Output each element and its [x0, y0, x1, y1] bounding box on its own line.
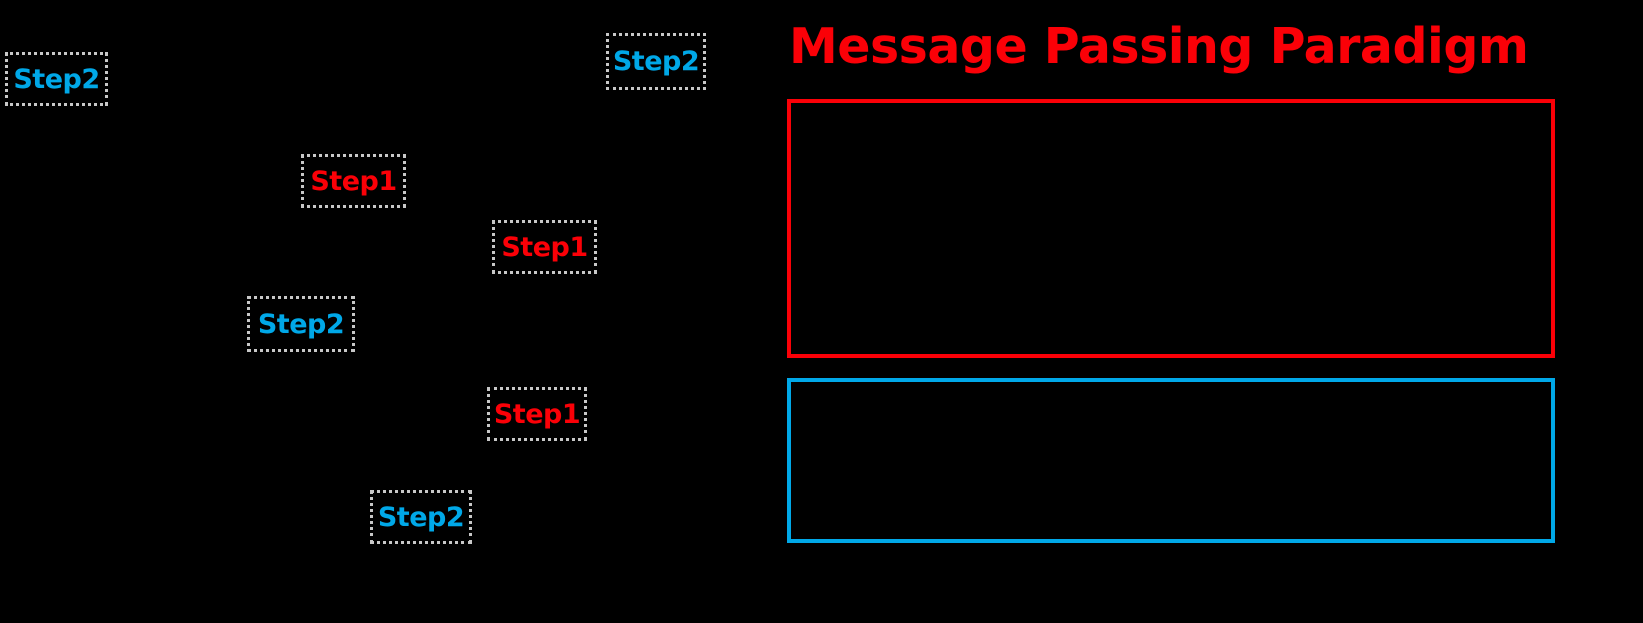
step-chip-label: Step1	[310, 165, 397, 197]
step-chip-label: Step2	[377, 501, 465, 533]
panel-box-primary[interactable]	[787, 99, 1555, 358]
step-chip-step1-1[interactable]: Step1	[301, 154, 406, 208]
step-chip-step1-3[interactable]: Step1	[487, 387, 587, 441]
panel-box-secondary[interactable]	[787, 378, 1555, 543]
step-chip-step1-2[interactable]: Step1	[492, 220, 597, 274]
step-chip-step2-3[interactable]: Step2	[247, 296, 355, 352]
step-chip-step2-4[interactable]: Step2	[370, 490, 472, 544]
step-chip-label: Step1	[501, 231, 588, 263]
step-chip-step2-1[interactable]: Step2	[5, 52, 108, 106]
step-chip-label: Step2	[257, 308, 345, 340]
step-chip-label: Step2	[13, 63, 100, 95]
step-chip-step2-2[interactable]: Step2	[606, 33, 706, 90]
step-chip-label: Step1	[493, 398, 581, 430]
step-chip-label: Step2	[612, 46, 700, 77]
panel-title: Message Passing Paradigm	[789, 18, 1529, 75]
